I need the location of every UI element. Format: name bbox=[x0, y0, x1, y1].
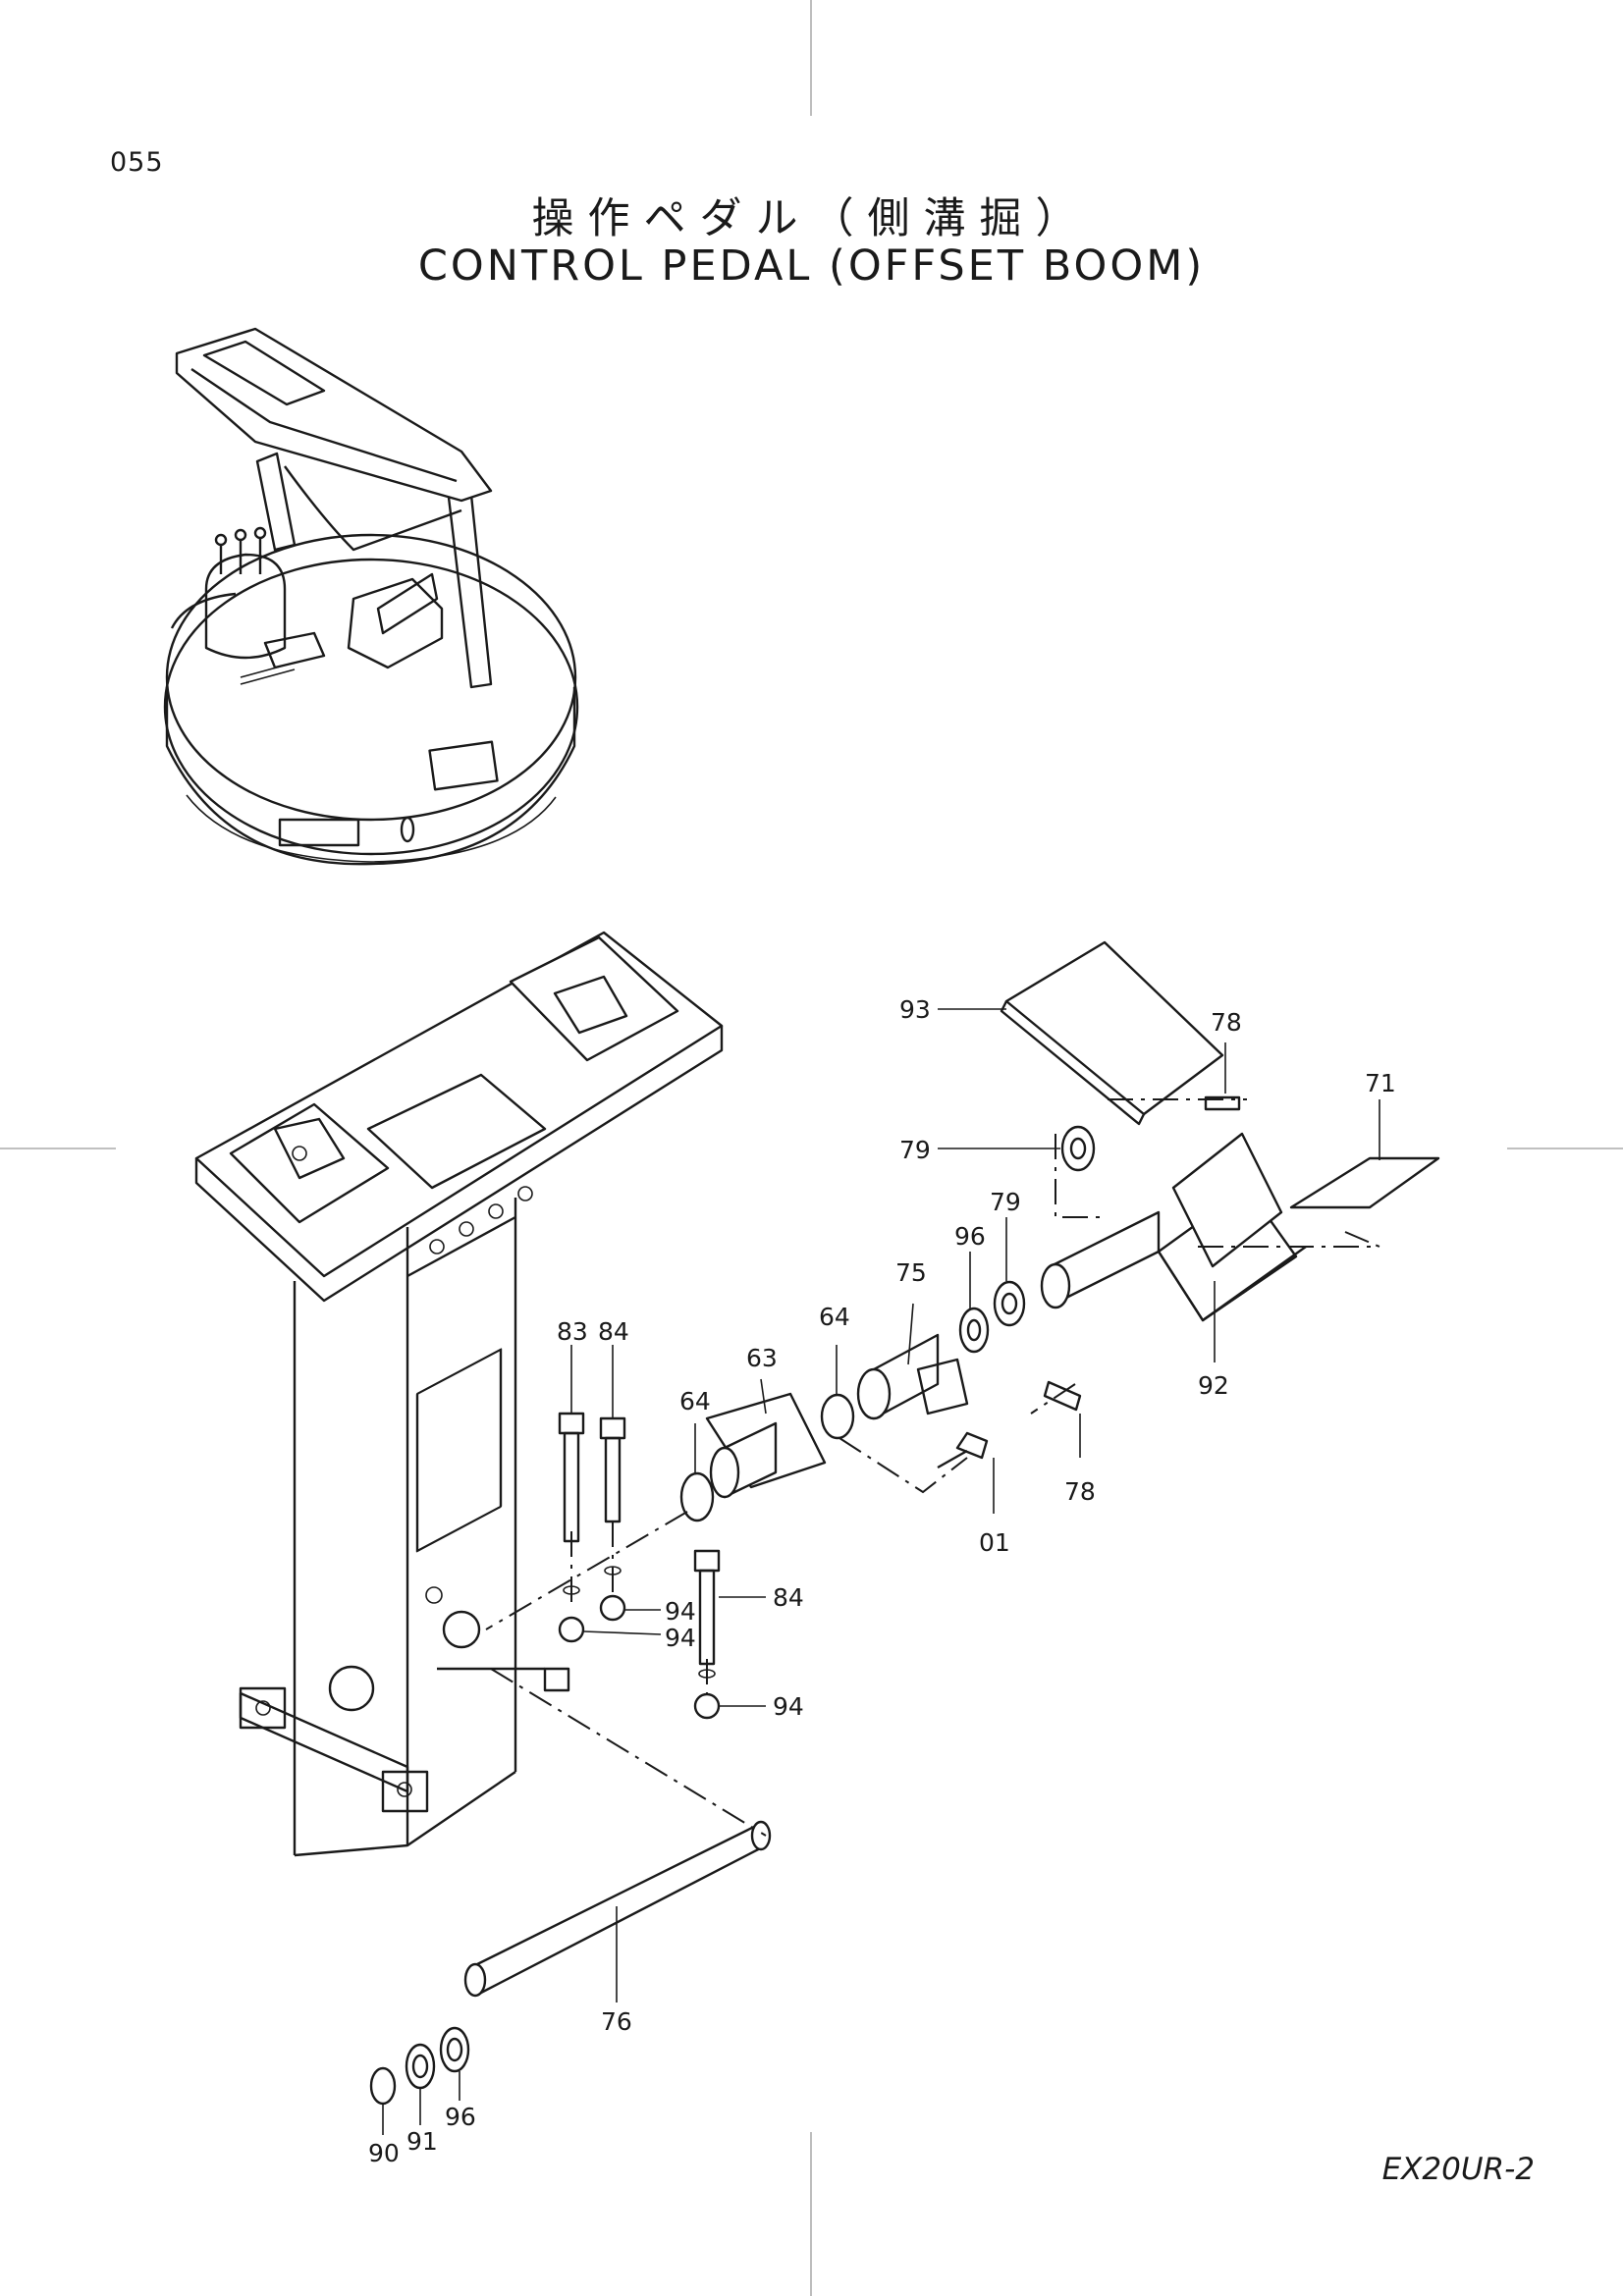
callout-93: 93 bbox=[899, 995, 931, 1024]
callout-79-lower: 79 bbox=[990, 1188, 1021, 1216]
callout-labels: 93 78 71 79 79 96 75 64 63 64 83 84 92 7… bbox=[368, 995, 1396, 2167]
callout-91: 91 bbox=[406, 2127, 438, 2156]
callout-79-upper: 79 bbox=[899, 1136, 931, 1164]
callout-78-upper: 78 bbox=[1211, 1008, 1242, 1037]
callout-94-a: 94 bbox=[665, 1597, 696, 1626]
callout-64-lower: 64 bbox=[679, 1387, 711, 1415]
callout-63: 63 bbox=[746, 1344, 778, 1372]
callout-75: 75 bbox=[895, 1258, 927, 1287]
callout-84-lower: 84 bbox=[773, 1583, 804, 1612]
callout-71: 71 bbox=[1365, 1069, 1396, 1097]
callout-01: 01 bbox=[979, 1528, 1010, 1557]
callout-92: 92 bbox=[1198, 1371, 1229, 1400]
callout-76: 76 bbox=[601, 2007, 632, 2036]
callout-83: 83 bbox=[557, 1317, 588, 1346]
page-title-english: CONTROL PEDAL (OFFSET BOOM) bbox=[417, 241, 1206, 291]
page-title-japanese: 操作ペダル（側溝掘） bbox=[531, 194, 1092, 243]
callout-94-c: 94 bbox=[773, 1692, 804, 1721]
callout-94-b: 94 bbox=[665, 1624, 696, 1652]
callout-78-lower: 78 bbox=[1064, 1477, 1096, 1506]
pedal-stand-illustration bbox=[194, 931, 724, 1857]
callout-leaders bbox=[382, 1008, 1380, 2135]
callout-90: 90 bbox=[368, 2139, 400, 2167]
model-code: EX20UR-2 bbox=[1381, 2152, 1535, 2187]
page-number: 055 bbox=[110, 147, 164, 178]
callout-96-lower: 96 bbox=[445, 2103, 476, 2131]
callout-96-upper: 96 bbox=[954, 1222, 986, 1251]
callout-84-upper: 84 bbox=[598, 1317, 629, 1346]
callout-64-upper: 64 bbox=[819, 1303, 850, 1331]
machine-overview-illustration bbox=[163, 327, 579, 866]
